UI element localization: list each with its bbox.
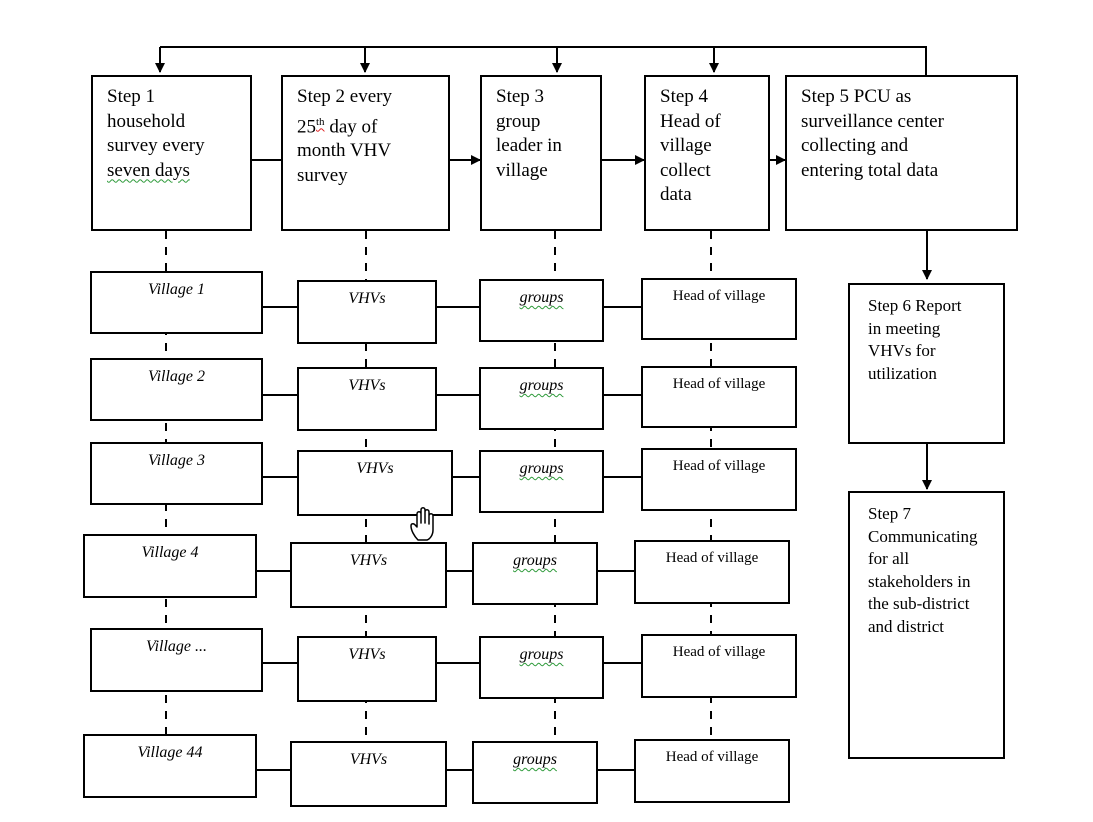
group-label: groups: [519, 377, 564, 394]
step5-line1: Step 5 PCU as: [801, 86, 912, 107]
vhv-box: VHVs: [297, 367, 437, 431]
step4-line1: Step 4: [660, 86, 709, 107]
step6-line2: in meeting: [868, 318, 941, 338]
head-of-village-box: Head of village: [634, 739, 790, 803]
step7-line5: the sub-district: [868, 594, 970, 613]
top-feedback-line: [155, 46, 927, 75]
vhv-label: VHVs: [348, 377, 386, 394]
group-box: groups: [479, 279, 604, 342]
head-of-village-label: Head of village: [672, 288, 766, 304]
head-of-village-label: Head of village: [665, 749, 759, 765]
village-label: Village 1: [147, 281, 206, 298]
head-of-village-box: Head of village: [641, 634, 797, 698]
village-box: Village ...: [90, 628, 263, 692]
vhv-box: VHVs: [297, 280, 437, 344]
village-label: Village 2: [147, 368, 206, 385]
vhv-label: VHVs: [356, 460, 394, 477]
village-label: Village 44: [137, 744, 203, 761]
head-of-village-box: Head of village: [641, 366, 797, 428]
step7-line2: Communicating: [868, 526, 978, 546]
step7-line4: stakeholders in: [868, 571, 971, 591]
step1-line4: seven days: [107, 159, 190, 181]
group-label: groups: [519, 460, 564, 477]
step7-box: Step 7 Communicating for all stakeholder…: [848, 491, 1005, 759]
group-box: groups: [479, 636, 604, 699]
step5-line2: surveillance center: [801, 110, 944, 132]
step3-line2: group: [496, 110, 541, 132]
step2-line4: survey: [297, 164, 348, 186]
group-box: groups: [479, 450, 604, 513]
group-label: groups: [519, 289, 564, 306]
village-label: Village ...: [145, 638, 208, 655]
step1-line3: survey every: [107, 135, 205, 156]
group-label: groups: [519, 646, 564, 663]
step6-line4: utilization: [868, 363, 937, 383]
vhv-box: VHVs: [290, 741, 447, 807]
step2-day-of: day of: [329, 115, 378, 137]
row-connectors: [257, 306, 641, 771]
vhv-box: VHVs: [297, 450, 453, 516]
step1-box: Step 1 household survey every seven days: [91, 75, 252, 231]
vhv-box: VHVs: [297, 636, 437, 702]
vhv-label: VHVs: [349, 751, 388, 768]
step6-line3: VHVs for: [868, 341, 936, 360]
step1-line1: Step 1: [107, 86, 156, 107]
step-arrows: [252, 155, 932, 490]
village-label: Village 4: [141, 544, 199, 561]
head-of-village-label: Head of village: [665, 550, 759, 566]
step4-line5: data: [660, 184, 692, 205]
head-of-village-box: Head of village: [641, 448, 797, 511]
step4-box: Step 4 Head of village collect data: [644, 75, 770, 231]
vhv-label: VHVs: [349, 552, 388, 569]
step4-line2: Head of: [660, 110, 721, 132]
group-box: groups: [472, 741, 598, 804]
head-of-village-box: Head of village: [634, 540, 790, 604]
step2-line2: 25th day of: [297, 110, 440, 140]
step2-line1: Step 2 every: [297, 86, 392, 107]
step2-day-number: 25: [297, 115, 316, 137]
vhv-label: VHVs: [348, 646, 386, 663]
group-label: groups: [513, 751, 557, 768]
step7-line1: Step 7: [868, 504, 911, 523]
step5-line3: collecting and: [801, 135, 909, 156]
step3-line4: village: [496, 159, 548, 181]
village-box: Village 4: [83, 534, 257, 598]
head-of-village-box: Head of village: [641, 278, 797, 340]
group-box: groups: [479, 367, 604, 430]
vhv-box: VHVs: [290, 542, 447, 608]
head-of-village-label: Head of village: [672, 376, 766, 392]
village-box: Village 44: [83, 734, 257, 798]
village-box: Village 1: [90, 271, 263, 334]
village-label: Village 3: [147, 452, 206, 469]
village-box: Village 3: [90, 442, 263, 505]
step7-line6: and district: [868, 616, 945, 636]
step2-day-suffix: th: [316, 115, 325, 128]
step7-line3: for all: [868, 549, 910, 568]
group-box: groups: [472, 542, 598, 605]
step4-line3: village: [660, 135, 712, 156]
head-of-village-label: Head of village: [672, 644, 766, 660]
head-of-village-label: Head of village: [672, 458, 766, 474]
hand-pointer-icon: [410, 507, 434, 541]
step1-line2: household: [107, 110, 186, 132]
step2-box: Step 2 every 25th day of month VHV surve…: [281, 75, 450, 231]
step2-line3: month VHV: [297, 140, 392, 162]
group-label: groups: [513, 552, 557, 569]
step5-line4: entering total data: [801, 159, 939, 181]
step6-box: Step 6 Report in meeting VHVs for utiliz…: [848, 283, 1005, 444]
step4-line4: collect: [660, 159, 711, 181]
step3-line1: Step 3: [496, 86, 545, 107]
village-box: Village 2: [90, 358, 263, 421]
step5-box: Step 5 PCU as surveillance center collec…: [785, 75, 1018, 231]
vhv-label: VHVs: [348, 290, 386, 307]
step3-line3: leader in: [496, 135, 562, 156]
step6-line1: Step 6 Report: [868, 296, 962, 315]
step3-box: Step 3 group leader in village: [480, 75, 602, 231]
